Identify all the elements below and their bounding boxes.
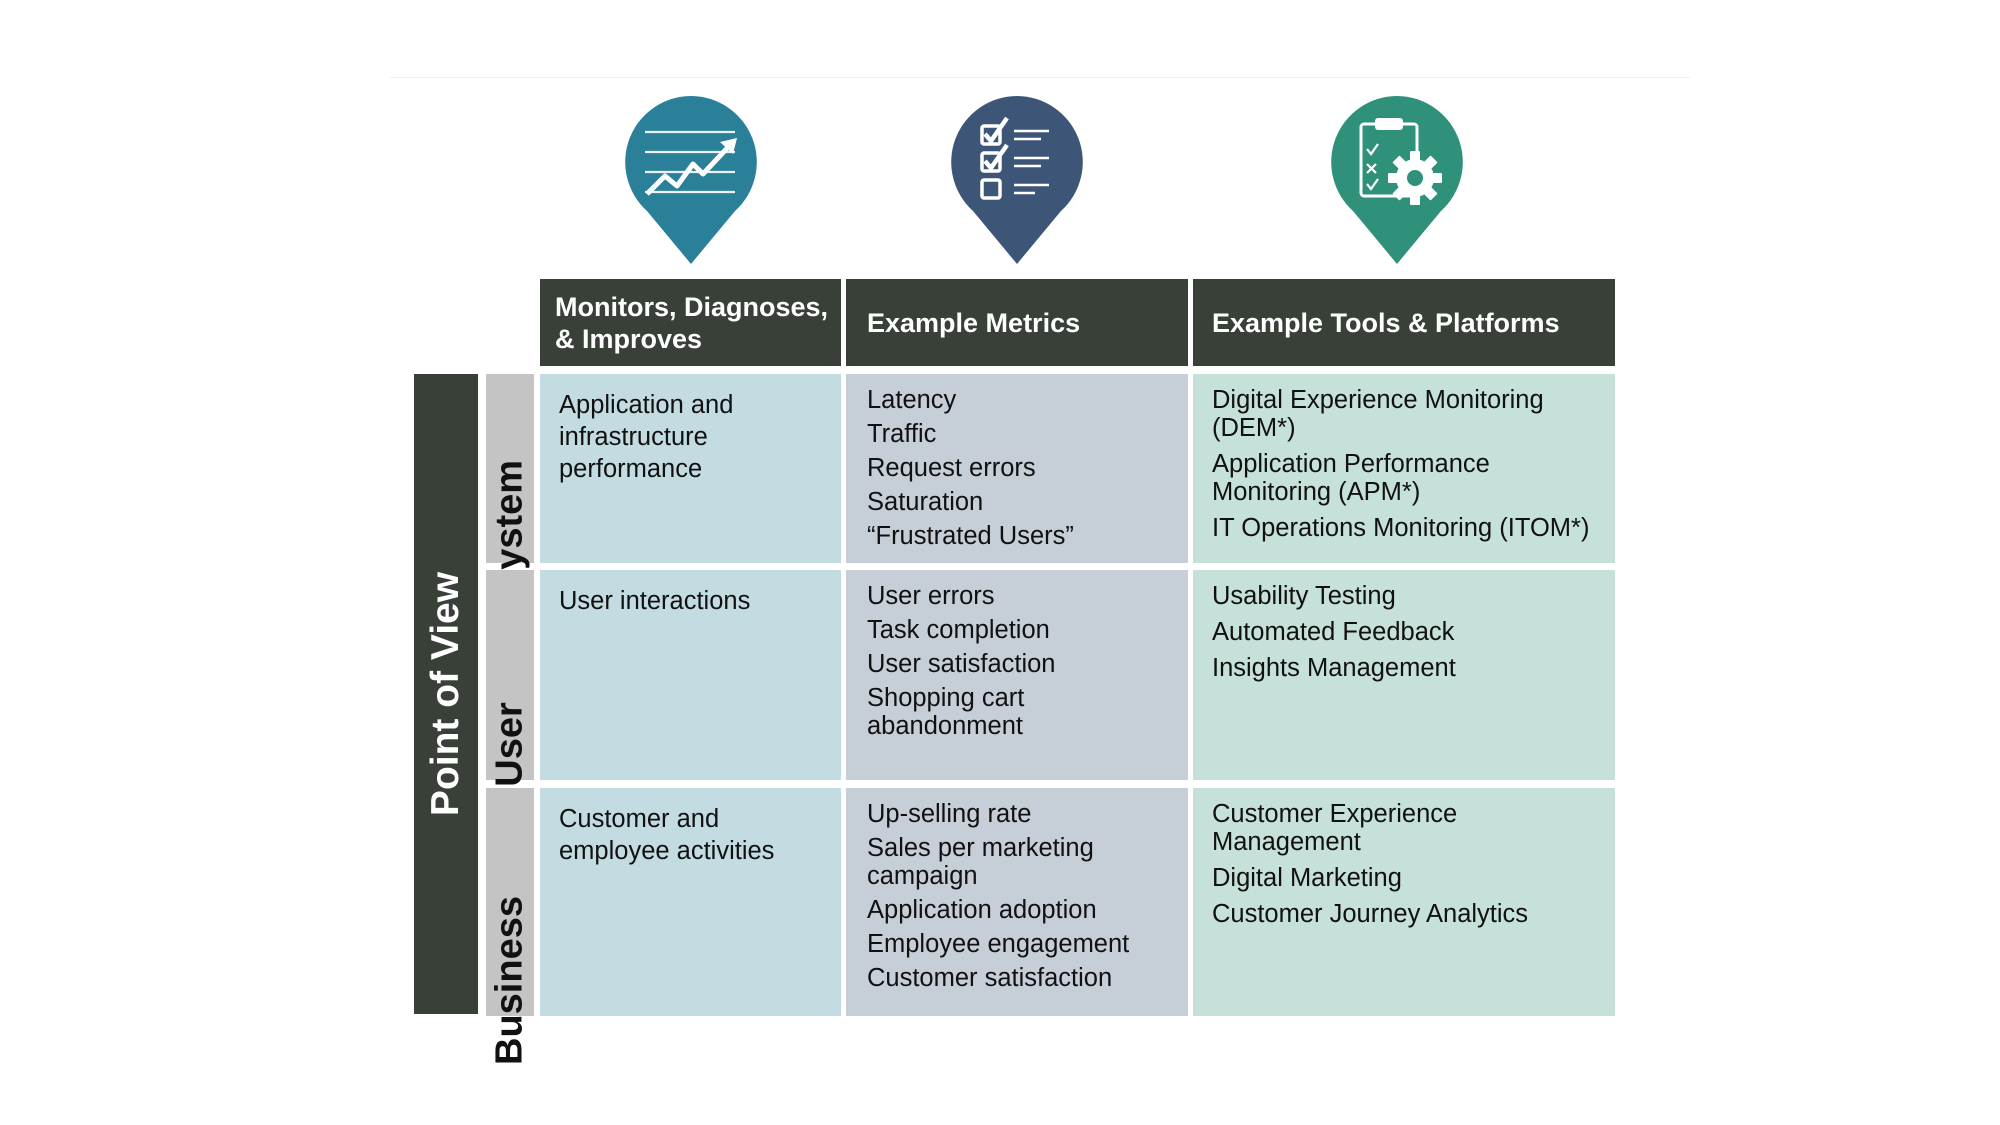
point-of-view-label: Point of View [414, 374, 478, 1014]
tool-item: Application Performance Monitoring (APM*… [1212, 450, 1490, 506]
cell-system-tools: Digital Experience Monitoring (DEM*) App… [1193, 374, 1615, 563]
clipboard-gear-icon [1329, 94, 1465, 266]
column-header-monitors: Monitors, Diagnoses, & Improves [540, 279, 841, 366]
metric-item: Sales per marketing campaign [867, 834, 1094, 890]
tool-item: Insights Management [1212, 654, 1456, 682]
metric-item: Traffic [867, 420, 937, 448]
metric-item: Application adoption [867, 896, 1097, 924]
point-of-view-text: Point of View [424, 571, 467, 817]
column-header-metrics: Example Metrics [846, 279, 1188, 366]
metric-item: Saturation [867, 488, 984, 516]
metric-item: Shopping cart abandonment [867, 684, 1025, 740]
trending-chart-icon [623, 94, 759, 266]
tool-item: Customer Experience Management [1212, 800, 1458, 856]
tool-item: Customer Journey Analytics [1212, 900, 1529, 928]
tool-item: Digital Marketing [1212, 864, 1402, 892]
column-header-tools: Example Tools & Platforms [1193, 279, 1615, 366]
metric-item: Task completion [867, 616, 1050, 644]
cell-business-metrics: Up-selling rate Sales per marketing camp… [846, 788, 1188, 1016]
metric-item: Up-selling rate [867, 800, 1032, 828]
cell-text: Customer and employee activities [559, 805, 775, 865]
cell-user-monitors: User interactions [540, 570, 841, 780]
cell-text: Application and infrastructure performan… [559, 391, 734, 483]
metric-item: “Frustrated Users” [867, 522, 1074, 550]
row-label-system: System [486, 374, 534, 595]
tool-item: Usability Testing [1212, 582, 1396, 610]
metric-item: Request errors [867, 454, 1036, 482]
checklist-icon [949, 94, 1085, 266]
cell-user-metrics: User errors Task completion User satisfa… [846, 570, 1188, 780]
metric-item: User satisfaction [867, 650, 1056, 678]
row-label-text: Business [488, 896, 531, 1065]
tool-item: Automated Feedback [1212, 618, 1455, 646]
cell-system-metrics: Latency Traffic Request errors Saturatio… [846, 374, 1188, 563]
tool-item: Digital Experience Monitoring (DEM*) [1212, 386, 1544, 442]
cell-text: User interactions [559, 587, 751, 615]
row-label-user: User [486, 570, 534, 787]
row-label-text: User [488, 702, 531, 787]
tool-item: IT Operations Monitoring (ITOM*) [1212, 514, 1590, 542]
cell-user-tools: Usability Testing Automated Feedback Ins… [1193, 570, 1615, 780]
metric-item: Customer satisfaction [867, 964, 1113, 992]
cell-business-tools: Customer Experience Management Digital M… [1193, 788, 1615, 1016]
row-label-business: Business [486, 788, 534, 1065]
metric-item: Latency [867, 386, 957, 414]
top-divider [390, 77, 1690, 78]
metric-item: Employee engagement [867, 930, 1130, 958]
metric-item: User errors [867, 582, 995, 610]
cell-business-monitors: Customer and employee activities [540, 788, 841, 1016]
cell-system-monitors: Application and infrastructure performan… [540, 374, 841, 563]
